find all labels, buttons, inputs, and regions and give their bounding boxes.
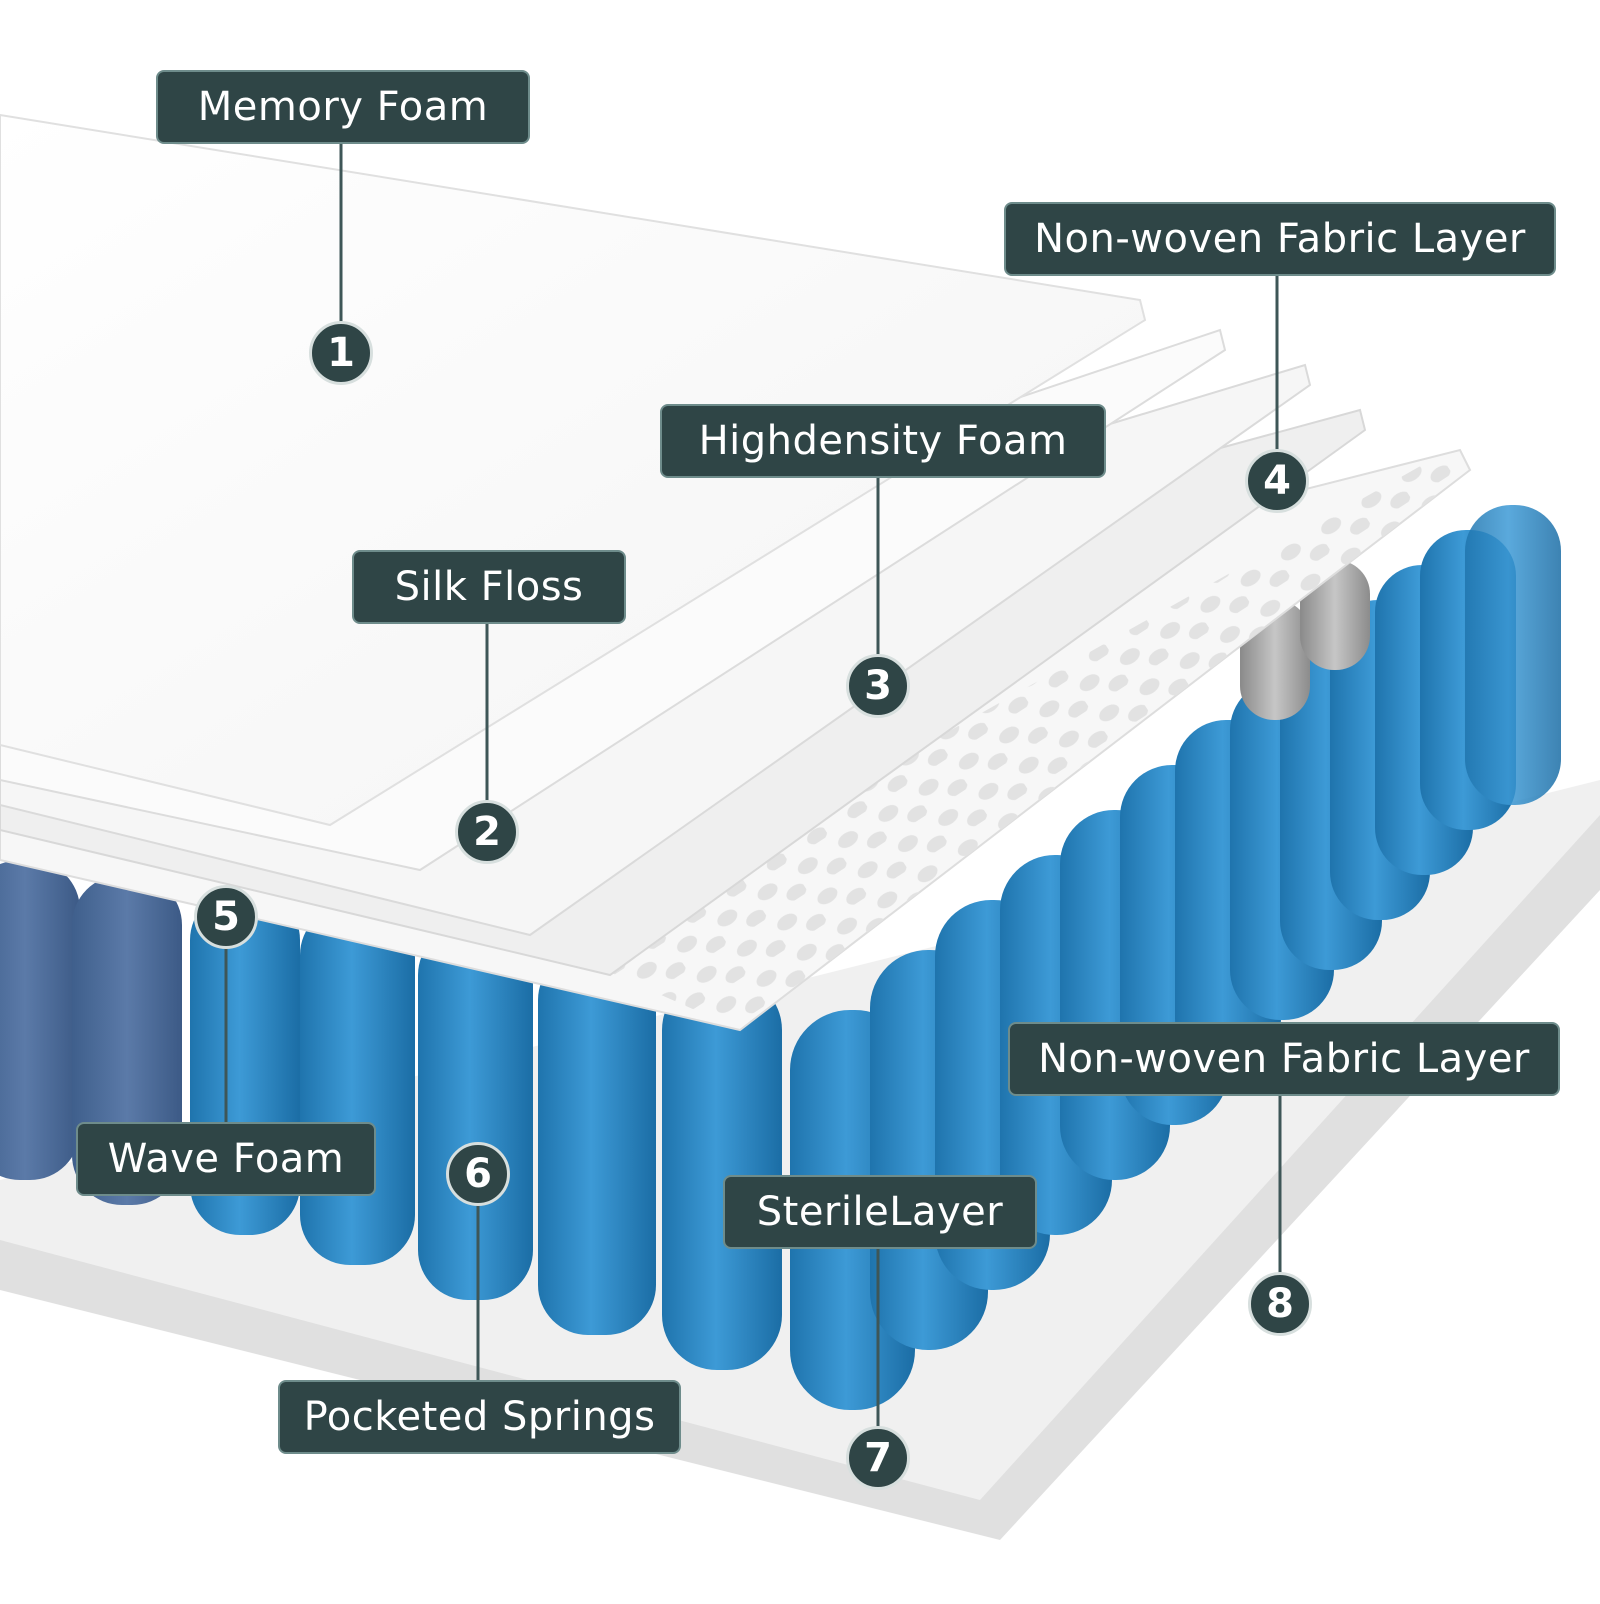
wave-foam-dots (560, 455, 1470, 1030)
badge-6: 6 (446, 1142, 510, 1206)
badge-4: 4 (1245, 449, 1309, 513)
label-highdensity-foam: Highdensity Foam (660, 404, 1106, 478)
layer-memory-foam (0, 113, 1147, 827)
badge-1: 1 (309, 321, 373, 385)
badge-2: 2 (455, 800, 519, 864)
label-silk-floss: Silk Floss (352, 550, 626, 624)
badge-3: 3 (846, 654, 910, 718)
label-pocketed-springs: Pocketed Springs (278, 1380, 681, 1454)
label-wave-foam: Wave Foam (76, 1122, 376, 1196)
badge-5: 5 (194, 885, 258, 949)
label-sterile-layer: SterileLayer (723, 1175, 1037, 1249)
badge-7: 7 (846, 1426, 910, 1490)
badge-8: 8 (1248, 1272, 1312, 1336)
label-non-woven-fabric-bottom: Non-woven Fabric Layer (1008, 1022, 1560, 1096)
label-non-woven-fabric-top: Non-woven Fabric Layer (1004, 202, 1556, 276)
label-memory-foam: Memory Foam (156, 70, 530, 144)
